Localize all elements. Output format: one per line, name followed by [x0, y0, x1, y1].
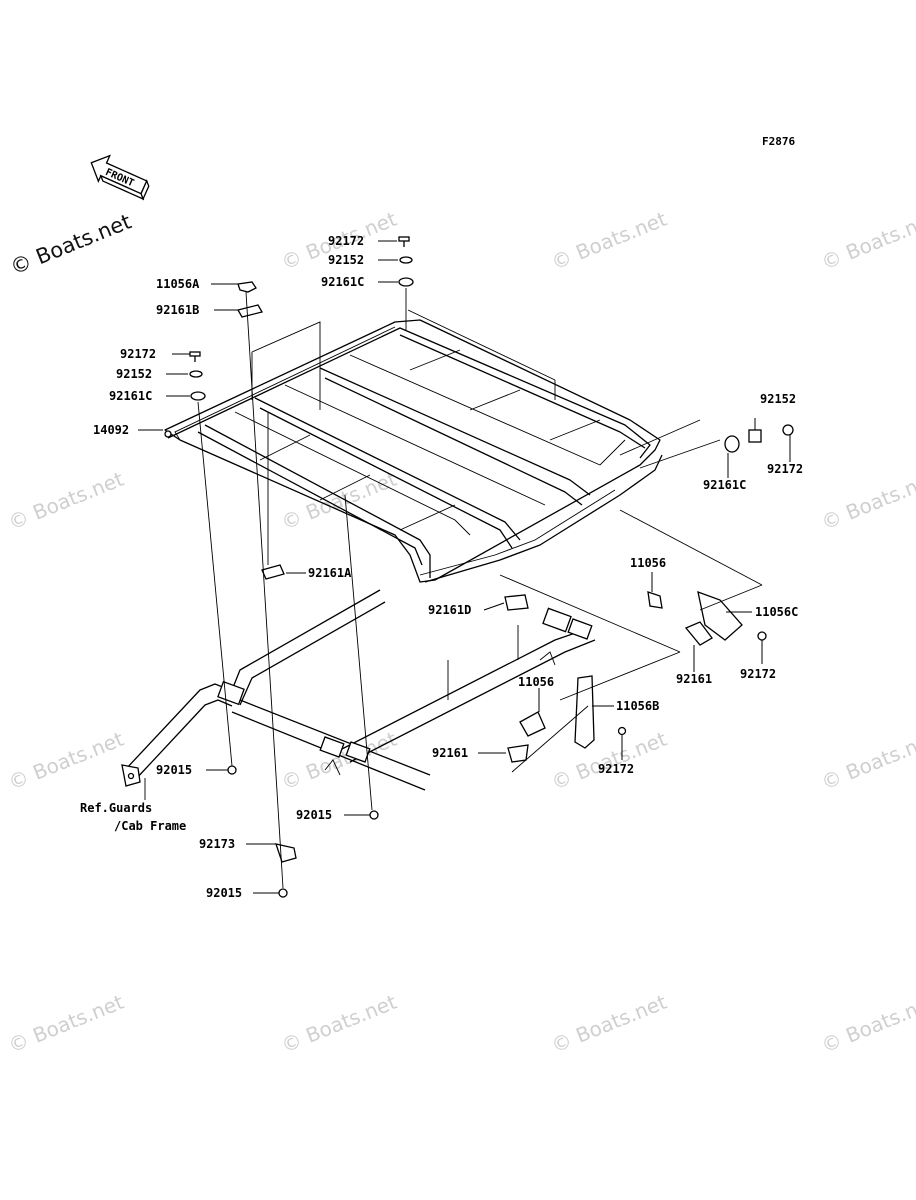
- clip-icon: [275, 843, 297, 863]
- screw-icon: [617, 726, 627, 736]
- watermark: © Boats.net: [5, 727, 127, 795]
- callout-label: 11056C: [755, 605, 798, 619]
- grommet-icon: [190, 391, 206, 401]
- washer-icon: [748, 429, 762, 443]
- callout-label: 92161D: [428, 603, 471, 617]
- pad-icon: [684, 621, 713, 646]
- washer-icon: [189, 370, 203, 378]
- grommet-icon: [724, 435, 740, 453]
- watermark: © Boats.net: [818, 467, 916, 535]
- reference-note-line1: Ref.Guards: [80, 801, 152, 815]
- watermark: © Boats.net: [278, 990, 400, 1058]
- callout-label: 92161B: [156, 303, 199, 317]
- screw-icon: [398, 236, 410, 247]
- callout-label: 92172: [120, 347, 156, 361]
- watermark: © Boats.net: [5, 467, 127, 535]
- watermark: © Boats.net: [818, 990, 916, 1058]
- callout-label: 11056: [518, 675, 554, 689]
- callout-label: 92172: [598, 762, 634, 776]
- screw-icon: [189, 351, 201, 362]
- pad-icon: [507, 744, 529, 763]
- nut-icon: [369, 810, 379, 820]
- callout-label: 92161: [676, 672, 712, 686]
- watermark: © Boats.net: [548, 207, 670, 275]
- nut-icon: [278, 888, 288, 898]
- callout-label: 92152: [328, 253, 364, 267]
- callout-label: 11056: [630, 556, 666, 570]
- callout-label: 92161: [432, 746, 468, 760]
- watermark: © Boats.net: [818, 727, 916, 795]
- callout-label: 92161C: [109, 389, 152, 403]
- screw-icon: [757, 631, 767, 641]
- callout-label: 92161C: [321, 275, 364, 289]
- pad-icon: [237, 304, 263, 318]
- nut-icon: [227, 765, 237, 775]
- callout-label: 92015: [296, 808, 332, 822]
- callout-label: 92173: [199, 837, 235, 851]
- washer-icon: [399, 256, 413, 264]
- callout-label: 92161A: [308, 566, 352, 580]
- callout-label: 92015: [156, 763, 192, 777]
- callout-label: 14092: [93, 423, 129, 437]
- grommet-icon: [398, 277, 414, 287]
- screw-icon: [782, 424, 794, 436]
- watermark-layer: © Boats.net © Boats.net © Boats.net © Bo…: [5, 207, 916, 1058]
- bracket-icon: [519, 711, 546, 737]
- callout-label: 92172: [767, 462, 803, 476]
- pad-icon: [504, 594, 529, 611]
- watermark: © Boats.net: [5, 990, 127, 1058]
- watermark: © Boats.net: [818, 207, 916, 275]
- bracket-icon: [574, 675, 595, 749]
- callout-label: 92152: [760, 392, 796, 406]
- callout-label: 92172: [328, 234, 364, 248]
- roof-panel: [164, 319, 663, 583]
- figure-code: F2876: [762, 135, 795, 148]
- callout-label: 92161C: [703, 478, 746, 492]
- watermark-dark: © Boats.net: [7, 209, 135, 279]
- watermark: © Boats.net: [278, 467, 400, 535]
- callout-label: 11056A: [156, 277, 200, 291]
- hardware: [189, 236, 794, 898]
- bracket-icon: [647, 591, 663, 609]
- pad-icon: [261, 564, 285, 580]
- front-arrow-icon: FRONT: [90, 154, 150, 201]
- leader-lines: [138, 240, 791, 894]
- callout-label: 11056B: [616, 699, 659, 713]
- bracket-icon: [237, 281, 257, 293]
- watermark: © Boats.net: [548, 727, 670, 795]
- guard-frame: [121, 589, 596, 800]
- callout-label: 92152: [116, 367, 152, 381]
- callout-label: 92172: [740, 667, 776, 681]
- callout-labels: 92172 92152 92161C 11056A 92161B 92172 9…: [80, 234, 803, 900]
- reference-note-line2: /Cab Frame: [114, 819, 186, 833]
- watermark: © Boats.net: [278, 727, 400, 795]
- watermark: © Boats.net: [548, 990, 670, 1058]
- bracket-icon: [697, 590, 743, 641]
- callout-label: 92015: [206, 886, 242, 900]
